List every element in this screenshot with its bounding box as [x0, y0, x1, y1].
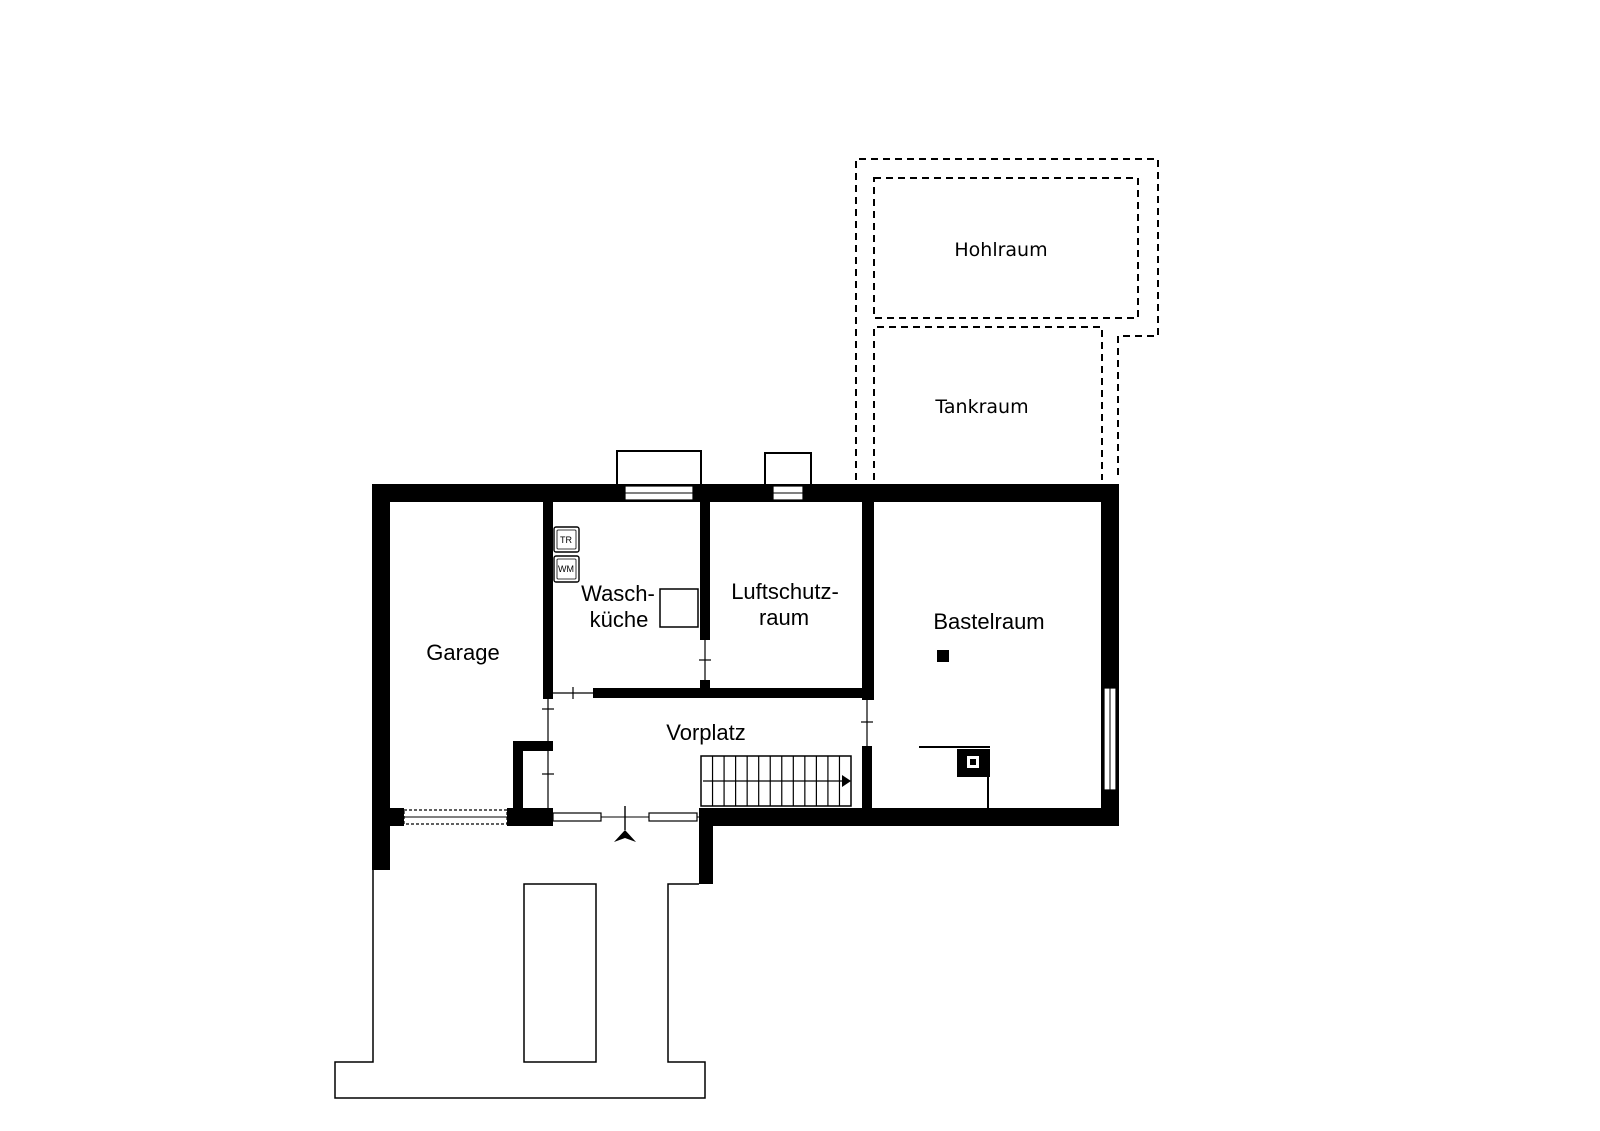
label-luftschutz-1: Luftschutz-	[731, 579, 839, 604]
ramp	[523, 883, 597, 1063]
hohlraum-outline	[873, 177, 1139, 319]
bastelraum-fixtures	[919, 650, 990, 808]
chimney-flue-core	[970, 759, 976, 765]
label-waschkueche-2: küche	[590, 607, 649, 632]
entry-arrow-icon	[614, 830, 636, 842]
entrance-door-leaf-left	[552, 812, 602, 822]
wall-bastel-stair	[862, 746, 872, 808]
wall-u-closet	[513, 741, 553, 808]
outer-dashed-outline	[855, 158, 1159, 480]
room-labels: Hohlraum Tankraum Garage Wasch- küche Lu…	[426, 239, 1047, 745]
wall-garage-waschkueche	[543, 502, 553, 699]
dashed-spaces	[855, 158, 1159, 480]
forecourt-outline	[334, 870, 706, 1099]
wall-bottom-mid	[507, 808, 553, 826]
label-tankraum: Tankraum	[934, 396, 1028, 418]
wall-waschkueche-luftschutz	[700, 502, 710, 640]
tankraum-outline	[873, 326, 1103, 480]
appliances: TR WM	[553, 526, 699, 628]
wall-post	[700, 680, 710, 698]
entrance-door-leaf-right	[648, 812, 698, 822]
label-hohlraum: Hohlraum	[954, 239, 1047, 261]
column-square	[937, 650, 949, 662]
label-luftschutz-2: raum	[759, 605, 809, 630]
washing-machine-label: WM	[558, 564, 574, 574]
light-well-2	[764, 452, 812, 487]
staircase	[700, 755, 852, 807]
wall-bottom-left-stub	[390, 808, 404, 826]
interior-walls	[513, 496, 874, 808]
label-waschkueche-1: Wasch-	[581, 581, 655, 606]
label-garage: Garage	[426, 640, 499, 665]
wall-luftschutz-bastel	[862, 496, 874, 700]
windows	[403, 450, 1117, 825]
wall-left	[372, 484, 390, 870]
forecourt	[334, 870, 706, 1099]
wall-bottom-right	[699, 808, 1119, 826]
stair-arrow-icon	[842, 775, 851, 787]
label-vorplatz: Vorplatz	[666, 720, 746, 745]
label-bastelraum: Bastelraum	[933, 609, 1044, 634]
door-openings	[542, 640, 873, 808]
wall-entrance-right-jamb	[699, 808, 713, 884]
sink-icon	[659, 588, 699, 628]
washing-machine-icon	[553, 555, 580, 583]
wall-top	[372, 484, 1119, 502]
light-well-1	[616, 450, 702, 487]
dryer-label: TR	[560, 535, 572, 545]
entrance-door	[552, 806, 699, 842]
wall-vorplatz-top	[593, 688, 874, 698]
dryer-icon	[553, 526, 580, 553]
